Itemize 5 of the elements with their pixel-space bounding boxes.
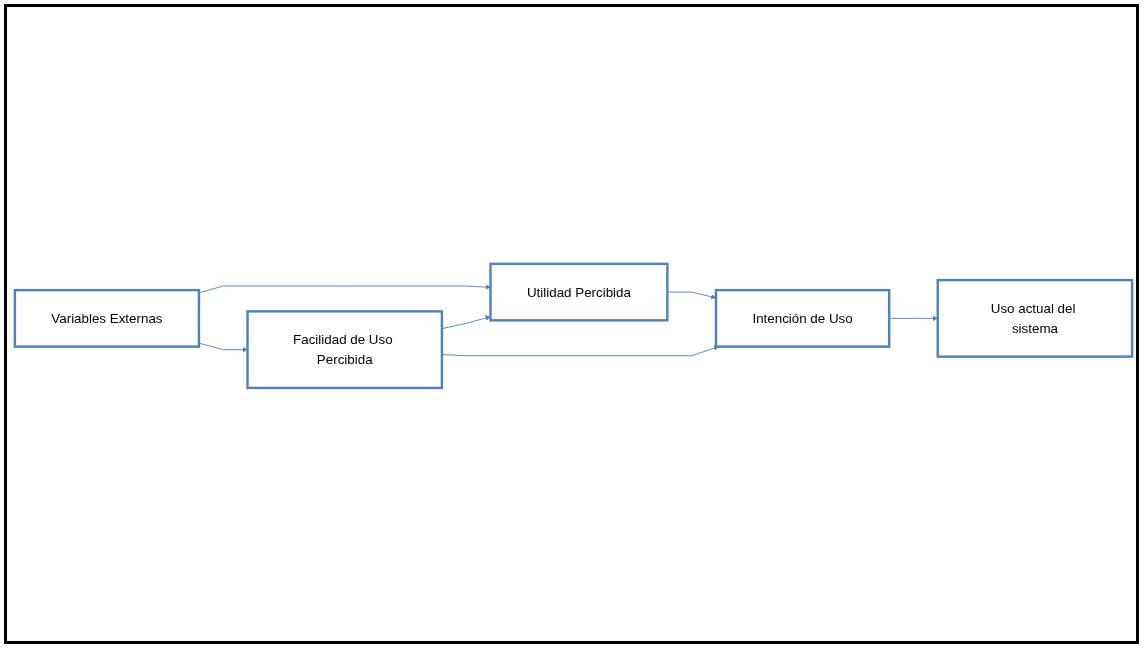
node-box: Uso actual del sistema bbox=[936, 279, 1134, 358]
node-box: Variables Externas bbox=[13, 289, 201, 348]
node-box: Utilidad Percibida bbox=[489, 262, 669, 322]
node-box: Intención de Uso bbox=[714, 289, 891, 348]
node-box: Facilidad de Uso Percibida bbox=[246, 310, 444, 390]
